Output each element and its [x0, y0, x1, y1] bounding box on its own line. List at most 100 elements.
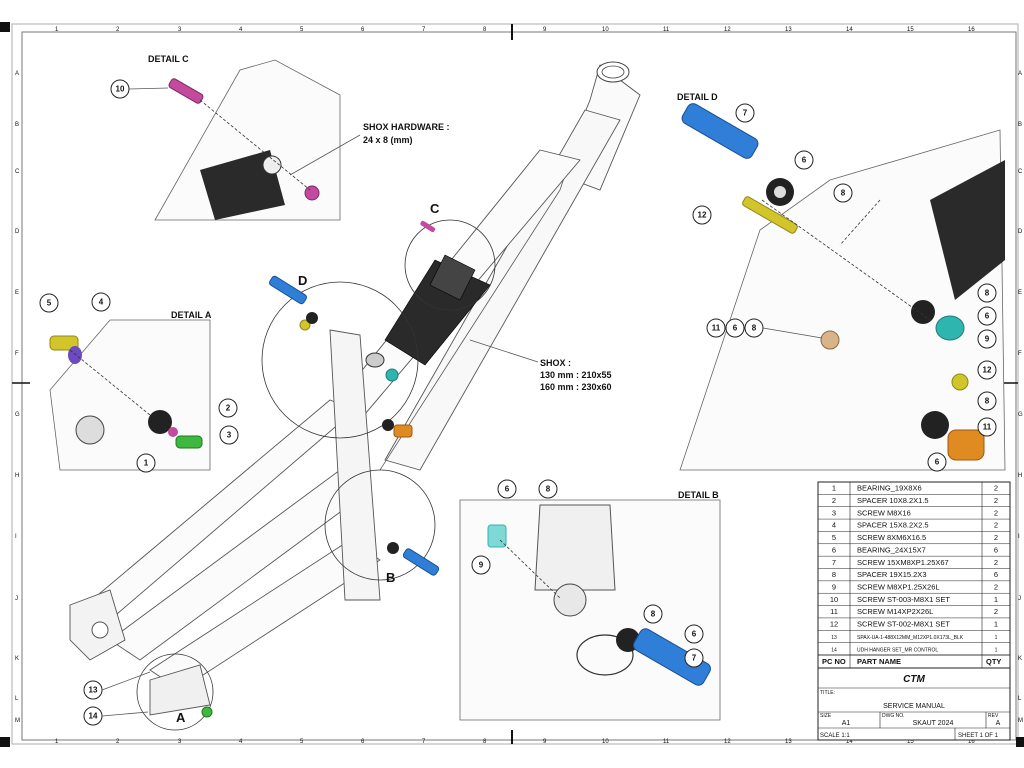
corner-mark-br — [1016, 737, 1024, 747]
callout-c10-leader — [128, 87, 169, 90]
bom-cell-name: UDH HANGER SET_MR CONTROL — [857, 647, 938, 653]
bom-cell-no: 6 — [832, 545, 836, 554]
bom-cell-no: 9 — [832, 583, 836, 592]
shox-line1: 130 mm : 210x55 — [540, 370, 612, 380]
detail-d-yellow-screw — [742, 196, 798, 234]
callout-a2: 2 — [218, 398, 238, 418]
svg-text:8: 8 — [841, 189, 846, 198]
grid-row-label: I — [15, 534, 17, 540]
down-tube — [384, 109, 621, 471]
detail-d: DETAIL D 7 6 8 12 8 6 9 11 6 8 12 8 11 6 — [677, 92, 1006, 472]
grid-col-label: 9 — [543, 27, 547, 33]
bom-cell-qty: 2 — [994, 508, 998, 517]
bom-cell-name: SCREW 8XM6X16.5 — [857, 533, 926, 542]
callout-a3: 3 — [219, 425, 239, 445]
callout-m13-leader — [101, 671, 151, 691]
bom-cell-qty: 1 — [994, 620, 998, 629]
corner-mark-tl — [0, 22, 10, 32]
grid-col-label: 7 — [422, 27, 426, 33]
grid-col-label: 6 — [361, 739, 365, 745]
bom-cell-name: SPAX-UA-1-488X12MM_M12XP1.0X173L_BLK — [857, 635, 964, 641]
callout-b9: 9 — [471, 555, 491, 575]
svg-text:6: 6 — [935, 458, 940, 467]
svg-text:7: 7 — [692, 654, 697, 663]
detail-a-dash — [69, 349, 151, 416]
grid-col-label: 15 — [907, 27, 914, 33]
grid-row-label: G — [1018, 412, 1023, 418]
title-block-size-label: SIZE — [820, 713, 832, 719]
callout-d8b: 8 — [977, 283, 997, 303]
callout-m14-leader — [101, 711, 149, 717]
detail-b-ring — [576, 634, 634, 676]
bom-cell-no: 5 — [832, 533, 836, 542]
bom-cell-name: BEARING_24X15X7 — [857, 545, 926, 554]
title-block-rev: A — [996, 720, 1001, 727]
svg-text:7: 7 — [743, 109, 748, 118]
bom-cell-no: 13 — [831, 635, 837, 641]
callout-m13: 13 — [83, 680, 103, 700]
svg-text:9: 9 — [985, 335, 990, 344]
title-block-rev-label: REV — [988, 713, 999, 719]
svg-text:10: 10 — [116, 85, 125, 94]
bom-cell-qty: 1 — [994, 595, 998, 604]
grid-row-label: E — [1018, 290, 1022, 296]
bom-cell-qty: 2 — [994, 583, 998, 592]
grid-col-label: 13 — [785, 739, 792, 745]
grid-col-label: 12 — [724, 739, 731, 745]
callout-b6b: 6 — [684, 624, 704, 644]
detail-a: DETAIL A 5 4 2 3 1 — [39, 292, 239, 473]
shox-hardware-label: SHOX HARDWARE : — [363, 122, 450, 132]
title-block-sheet: SHEET 1 OF 1 — [958, 733, 999, 739]
detail-circle-d — [261, 281, 419, 439]
grid-col-label: 2 — [116, 739, 120, 745]
detail-d-spacer — [820, 330, 840, 350]
grid-col-label: 16 — [968, 27, 975, 33]
grid-col-label: 10 — [602, 739, 609, 745]
svg-text:14: 14 — [89, 712, 98, 721]
svg-text:1: 1 — [144, 459, 149, 468]
callout-d6c: 6 — [927, 452, 947, 472]
main-orange-bolt — [393, 424, 413, 438]
svg-text:6: 6 — [802, 156, 807, 165]
head-tube-inner — [601, 65, 625, 79]
callout-d8a: 8 — [744, 318, 764, 338]
detail-circle-d-letter: D — [298, 273, 307, 288]
grid-row-label: A — [15, 71, 19, 77]
sheet-border-outer — [11, 23, 1019, 745]
detail-b-title: DETAIL B — [678, 490, 719, 500]
main-frame-drawing: C D B A — [69, 61, 641, 731]
bom-cell-qty: 6 — [994, 570, 998, 579]
detail-c-bolt-bottom — [304, 185, 320, 201]
title-block-title-label: TITLE: — [820, 690, 835, 696]
main-black-bearing-2 — [387, 542, 399, 554]
grid-row-label: B — [15, 122, 19, 128]
bom-cell-name: SPACER 19X15.2X3 — [857, 570, 927, 579]
bom-cell-name: SCREW M14XP2X26L — [857, 607, 933, 616]
grid-row-label: D — [1018, 229, 1023, 235]
detail-c-title: DETAIL C — [148, 54, 189, 64]
bom-cell-name: SCREW ST-002-M8X1 SET — [857, 620, 950, 629]
callout-d11a: 11 — [706, 318, 726, 338]
svg-text:9: 9 — [479, 561, 484, 570]
detail-b: DETAIL B 6 8 9 8 6 7 — [459, 479, 721, 721]
bom-cell-name: SCREW M8XP1.25X26L — [857, 583, 940, 592]
detail-d-title: DETAIL D — [677, 92, 718, 102]
grid-row-label: D — [15, 229, 20, 235]
main-black-bearing-3 — [306, 312, 318, 324]
callout-d-leader — [762, 327, 823, 339]
svg-text:8: 8 — [651, 610, 656, 619]
grid-row-label: C — [1018, 169, 1023, 175]
svg-text:11: 11 — [712, 324, 721, 333]
bom-cell-no: 11 — [830, 607, 838, 616]
callout-d6: 6 — [794, 150, 814, 170]
detail-d-frame-outline — [679, 129, 1006, 471]
svg-text:4: 4 — [99, 298, 104, 307]
grid-row-label: A — [1018, 71, 1022, 77]
callout-b7: 7 — [684, 648, 704, 668]
grid-col-label: 11 — [663, 27, 670, 33]
svg-text:6: 6 — [733, 324, 738, 333]
grid-col-label: 2 — [116, 27, 120, 33]
detail-d-bearing-inner — [774, 186, 786, 198]
detail-circle-c — [404, 219, 496, 311]
detail-d-bearing-2 — [911, 300, 935, 324]
